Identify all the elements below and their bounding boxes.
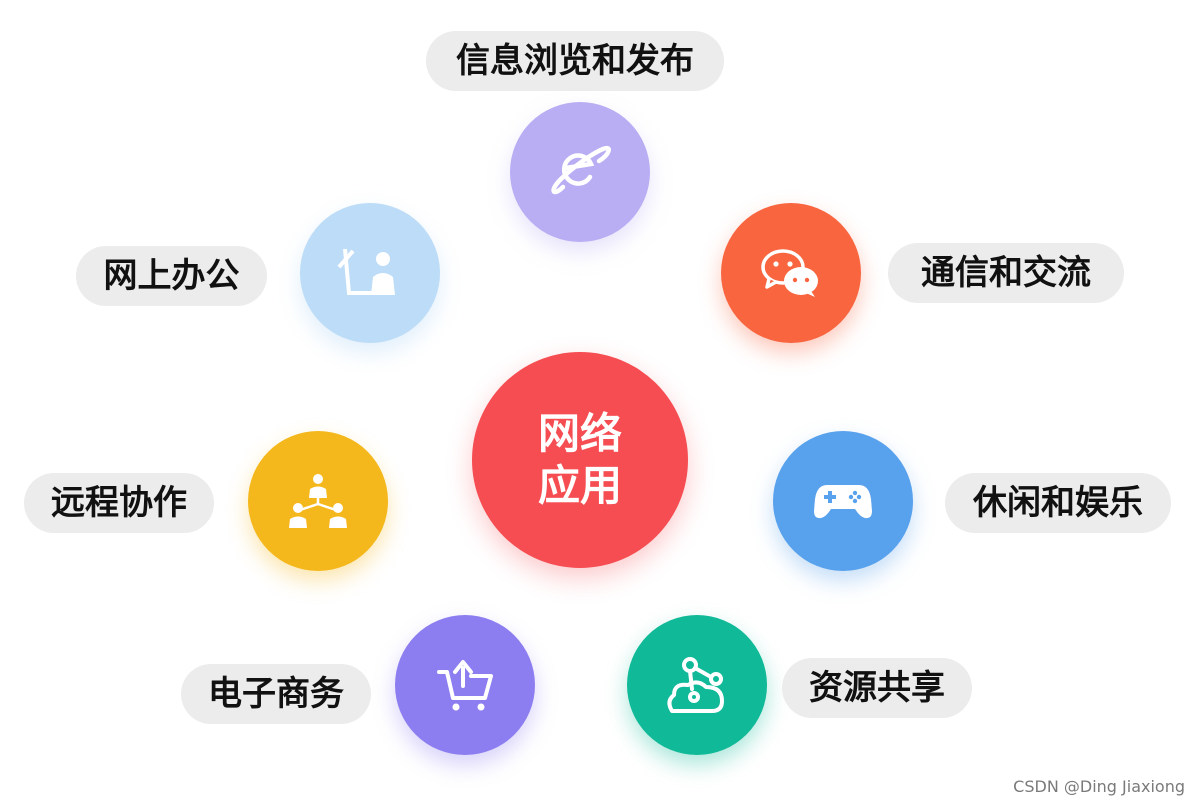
gamepad-icon (813, 481, 873, 521)
shopping-cart-icon (435, 656, 495, 714)
node-browse (510, 102, 650, 242)
cloud-share-icon (664, 655, 730, 715)
node-leisure (773, 431, 913, 571)
globe-e-icon (547, 139, 613, 205)
label-comm: 通信和交流 (888, 243, 1124, 303)
label-office: 网上办公 (76, 246, 267, 306)
watermark: CSDN @Ding Jiaxiong (1013, 777, 1185, 796)
label-collab: 远程协作 (24, 473, 214, 533)
label-commerce: 电子商务 (181, 664, 371, 724)
label-browse: 信息浏览和发布 (426, 31, 724, 91)
node-commerce (395, 615, 535, 755)
node-share (627, 615, 767, 755)
node-office (300, 203, 440, 343)
team-network-icon (286, 472, 350, 530)
node-collab (248, 431, 388, 571)
office-user-icon (335, 243, 405, 303)
center-title-line1: 网络 (537, 409, 622, 458)
label-share: 资源共享 (782, 658, 972, 718)
label-leisure: 休闲和娱乐 (945, 473, 1171, 533)
center-title-line2: 应用 (537, 461, 622, 510)
center-hub: 网络 应用 (472, 352, 688, 568)
node-comm (721, 203, 861, 343)
wechat-icon (759, 245, 823, 301)
